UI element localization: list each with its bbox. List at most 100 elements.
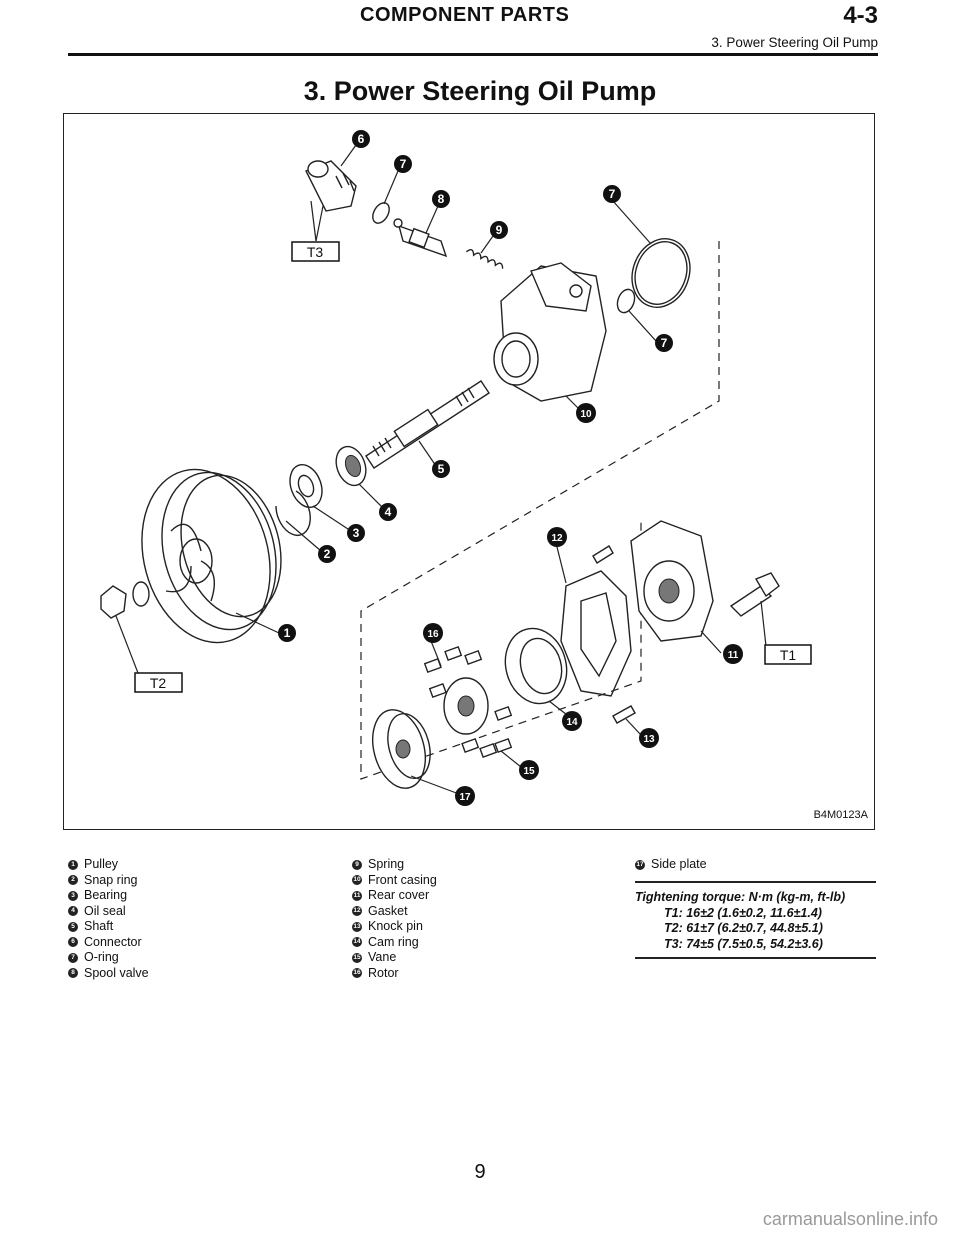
callout-11: 11 [723,644,743,664]
svg-text:13: 13 [643,734,655,745]
connector-part [305,160,357,212]
callout-1: 1 [278,624,296,642]
front-casing-part [493,262,607,402]
svg-text:T1: T1 [780,647,797,663]
callout-7a: 7 [394,155,412,173]
shaft-part [365,380,490,469]
callout-5: 5 [432,460,450,478]
watermark: carmanualsonline.info [762,1209,938,1229]
rear-cover-bolt [729,585,773,617]
exploded-diagram-drawing: 6 7 8 9 7 7 10 5 4 3 2 1 12 11 13 14 16 … [100,130,812,806]
svg-text:1: 1 [284,626,291,640]
callout-17: 17 [455,786,475,806]
svg-text:16: 16 [427,629,439,640]
svg-text:14: 14 [566,717,578,728]
callout-14: 14 [562,711,582,731]
svg-text:10: 10 [580,409,592,420]
o-ring-large [631,238,691,308]
callout-10: 10 [576,403,596,423]
svg-text:15: 15 [523,766,535,777]
section-subtitle: 3. Power Steering Oil Pump [711,35,878,50]
callout-3: 3 [347,524,365,542]
torque-line-t2: T2: 61±7 (6.2±0.7, 44.8±5.1) [664,921,823,935]
callout-12: 12 [547,527,567,547]
svg-text:12: 12 [551,533,563,544]
callout-9: 9 [490,221,508,239]
gasket-part [560,570,632,697]
torque-heading: Tightening torque: N·m (kg-m, ft-lb) [635,890,846,904]
svg-text:3: 3 [353,526,360,540]
cam-ring-part [504,627,568,705]
torque-box-t1: T1 [764,644,812,665]
page-number: 9 [474,1161,486,1183]
svg-text:7: 7 [609,187,616,201]
svg-text:7: 7 [400,157,407,171]
svg-text:11: 11 [728,650,739,661]
svg-text:6: 6 [358,132,365,146]
washer-part [132,581,150,607]
knock-pin-top [592,545,614,564]
section-code: 4-3 [843,2,878,29]
spool-valve-part [393,218,448,258]
page-title: 3. Power Steering Oil Pump [303,76,657,106]
svg-text:4: 4 [385,505,392,519]
figure-id: B4M0123A [813,809,868,821]
vane-parts [423,645,513,758]
svg-text:5: 5 [438,462,445,476]
o-ring-medium [616,288,636,314]
torque-box-t3: T3 [291,241,340,262]
svg-text:T2: T2 [150,675,167,691]
side-plate-part [372,709,431,789]
svg-text:8: 8 [438,192,445,206]
pulley-part [141,468,282,644]
callout-leaders [115,144,767,795]
snap-ring-part [275,490,311,536]
section-title: COMPONENT PARTS [360,4,570,26]
svg-text:17: 17 [459,792,471,803]
rear-cover-part [630,520,714,642]
callout-7c: 7 [655,334,673,352]
torque-rule-top [635,881,876,883]
callout-7b: 7 [603,185,621,203]
callout-15: 15 [519,760,539,780]
callout-6: 6 [352,130,370,148]
pulley-nut-part [100,585,127,619]
torque-rule-bottom [635,957,876,959]
callout-8: 8 [432,190,450,208]
header-rule [68,53,878,56]
callout-16: 16 [423,623,443,643]
callout-4: 4 [379,503,397,521]
tightening-torque-note: Tightening torque: N·m (kg-m, ft-lb) T1:… [635,890,845,952]
bearing-part [289,463,323,509]
spring-part [465,248,504,269]
callout-13: 13 [639,728,659,748]
boundary-dashed-line [360,241,720,780]
exploded-diagram: 6 7 8 9 7 7 10 5 4 3 2 1 12 11 13 14 16 … [63,113,875,830]
svg-text:9: 9 [496,223,503,237]
svg-text:T3: T3 [307,244,324,260]
knock-pin-bottom [612,705,636,724]
torque-line-t3: T3: 74±5 (7.5±0.5, 54.2±3.6) [664,936,823,951]
callout-2: 2 [318,545,336,563]
callout-markers: 6 7 8 9 7 7 10 5 4 3 2 1 12 11 13 14 16 … [278,130,743,806]
svg-text:7: 7 [661,336,668,350]
torque-line-t1: T1: 16±2 (1.6±0.2, 11.6±1.4) [664,905,822,920]
